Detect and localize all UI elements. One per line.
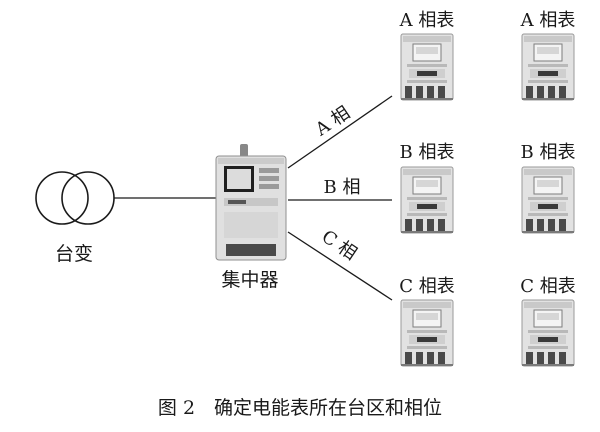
meter-b1	[400, 166, 454, 234]
phase-a-line	[287, 95, 393, 169]
meter-b2	[521, 166, 575, 234]
meter-b2-label: B 相表	[521, 142, 576, 163]
meter-a1	[400, 33, 454, 101]
meter-b1-label: B 相表	[400, 142, 455, 163]
phase-a-line-label: A 相	[311, 102, 354, 141]
concentrator-antenna	[240, 144, 248, 158]
phase-c-line	[287, 231, 393, 301]
meter-a2-label: A 相表	[520, 10, 576, 31]
concentrator-label: 集中器	[221, 269, 278, 291]
transformer-label: 台变	[55, 243, 93, 265]
phase-c-line-label: C 相	[318, 226, 361, 264]
meter-a2	[521, 33, 575, 101]
meter-c1	[400, 299, 454, 367]
concentrator-device	[215, 144, 287, 261]
meter-c2-label: C 相表	[520, 276, 576, 297]
meter-c2	[521, 299, 575, 367]
phase-b-line-label: B 相	[324, 177, 361, 198]
meter-c1-label: C 相表	[399, 276, 455, 297]
transformer-symbol	[35, 171, 115, 225]
transformer-primary-coil	[35, 171, 89, 225]
meter-a1-label: A 相表	[399, 10, 455, 31]
figure-caption: 图 2 确定电能表所在台区和相位	[158, 397, 442, 419]
